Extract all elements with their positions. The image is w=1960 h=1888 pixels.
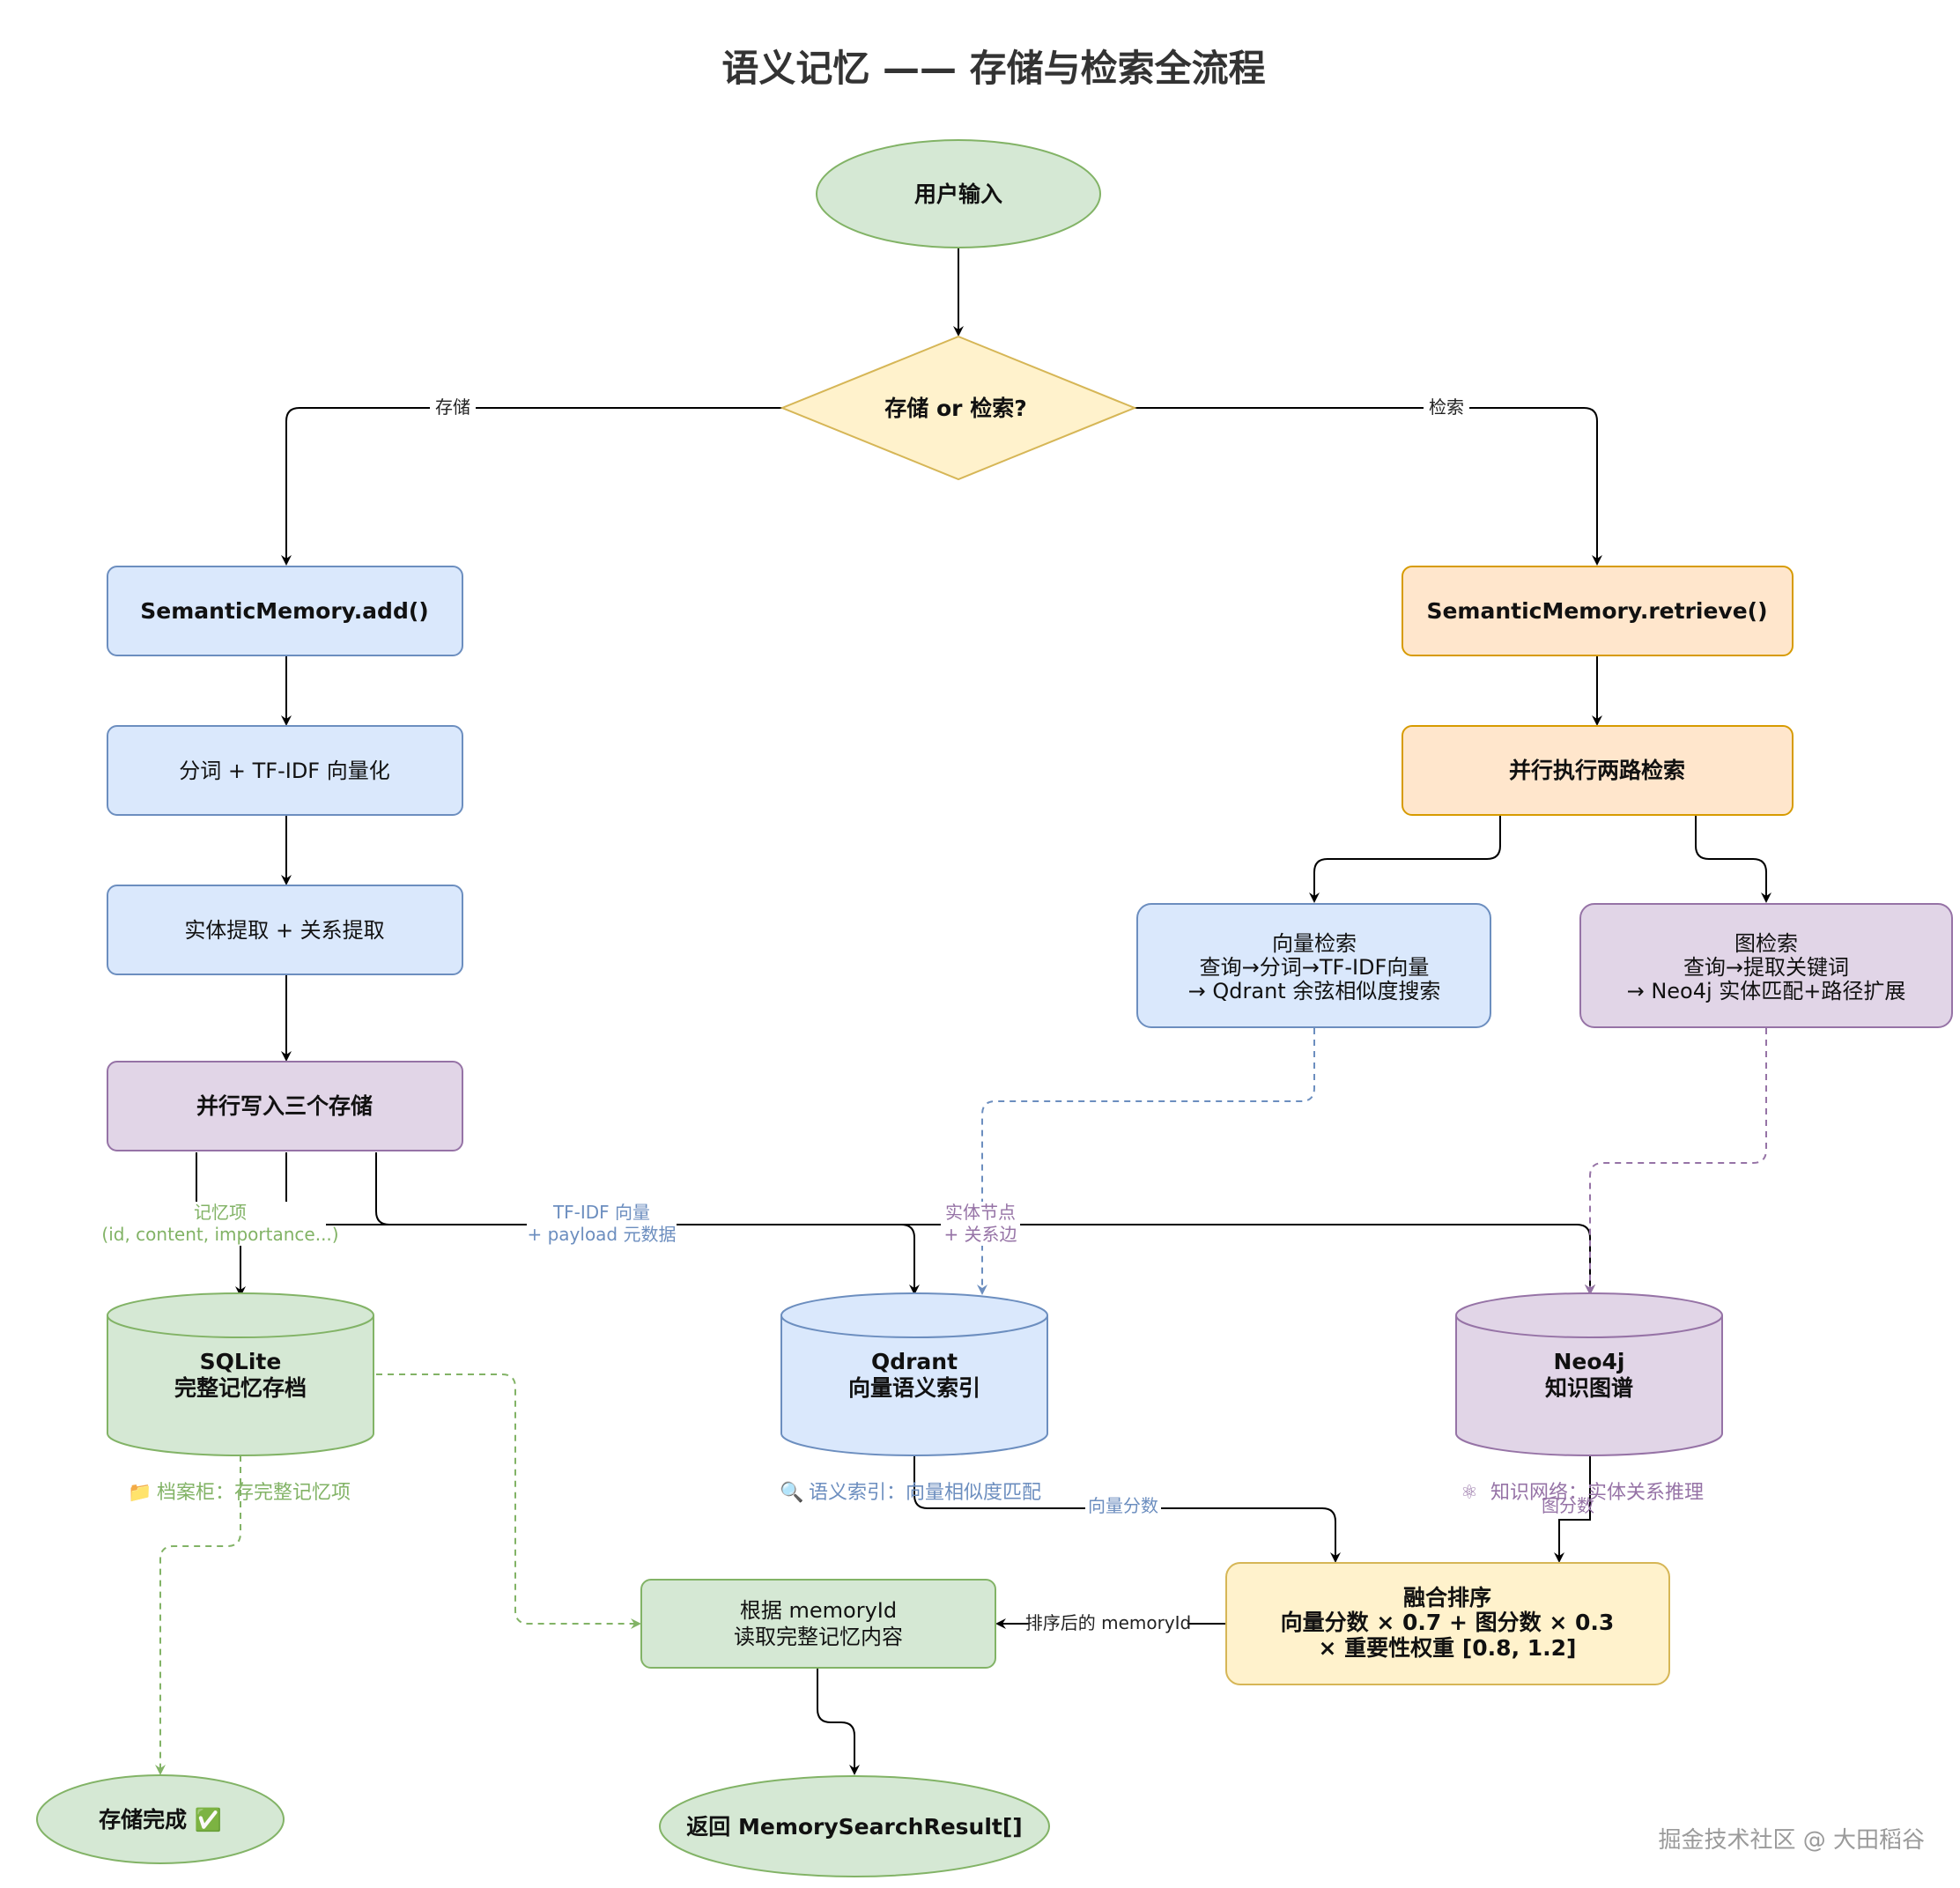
edge-label-graph-score: 图分数	[1542, 1495, 1594, 1516]
edge-label-sorted-ids: 排序后的 memoryId	[1025, 1612, 1192, 1633]
node-return-result	[659, 1775, 1050, 1877]
node-neo4j-line-1: Neo4j	[1553, 1349, 1624, 1374]
node-user-input	[816, 139, 1101, 248]
node-return-result-label: 返回 MemorySearchResult[]	[686, 1814, 1022, 1840]
node-add-label: SemanticMemory.add()	[140, 598, 428, 624]
edge-neo4j-to-fusion	[1554, 1455, 1591, 1563]
edge-label-memory-item-2: (id, content, importance...)	[101, 1224, 338, 1245]
diagram-title: 语义记忆 —— 存储与检索全流程	[721, 47, 1265, 90]
caption-qdrant: 语义索引：向量相似度匹配	[809, 1482, 1041, 1504]
edge-search-to-graph	[1695, 816, 1771, 903]
caption-sqlite: 档案柜：存完整记忆项	[157, 1482, 351, 1504]
node-tokenize	[107, 725, 463, 816]
node-fusion-line-2: 向量分数 × 0.7 + 图分数 × 0.3	[1281, 1610, 1615, 1635]
watermark: 掘金技术社区 @ 大田稻谷	[1658, 1827, 1925, 1854]
edge-read-to-return	[817, 1668, 860, 1775]
node-store-done-label: 存储完成 ✅	[99, 1807, 222, 1832]
node-sqlite	[107, 1292, 374, 1456]
node-decision	[780, 335, 1137, 481]
node-qdrant	[780, 1292, 1048, 1456]
node-parallel-search-label: 并行执行两路检索	[1509, 758, 1685, 783]
node-extract	[107, 885, 463, 975]
node-graph-search	[1579, 903, 1953, 1028]
search-icon: 🔍	[780, 1479, 803, 1504]
node-vector-search-line-1: 向量检索	[1272, 931, 1357, 956]
node-vector-search-line-2: 查询→分词→TF-IDF向量	[1200, 955, 1430, 980]
edge-label-tfidf-2: + payload 元数据	[527, 1224, 676, 1245]
edge-label-store: 存储	[435, 396, 470, 418]
node-graph-search-line-1: 图检索	[1734, 931, 1798, 956]
node-qdrant-line-2: 向量语义索引	[848, 1375, 980, 1401]
node-sqlite-line-1: SQLite	[200, 1349, 282, 1374]
node-neo4j	[1455, 1292, 1723, 1456]
node-neo4j-line-2: 知识图谱	[1545, 1375, 1633, 1401]
node-parallel-search	[1402, 725, 1794, 816]
edge-label-search: 检索	[1429, 396, 1464, 418]
node-retrieve-label: SemanticMemory.retrieve()	[1426, 598, 1767, 624]
node-store-done	[36, 1774, 285, 1864]
node-fusion	[1225, 1562, 1670, 1685]
node-user-input-label: 用户输入	[914, 181, 1002, 207]
node-decision-label: 存储 or 检索?	[884, 396, 1026, 421]
caption-sqlite-icon: 📁	[128, 1482, 152, 1504]
edge-write-to-sqlite	[196, 1152, 240, 1295]
node-fusion-line-1: 融合排序	[1403, 1585, 1491, 1610]
node-graph-search-line-2: 查询→提取关键词	[1683, 955, 1849, 980]
edge-label-vector-score: 向量分数	[1088, 1495, 1158, 1516]
edge-label-memory-item-1: 记忆项	[194, 1202, 247, 1223]
edge-label-entity-1: 实体节点	[945, 1202, 1016, 1223]
node-qdrant-line-1: Qdrant	[871, 1349, 958, 1374]
edge-label-entity-2: + 关系边	[943, 1224, 1017, 1245]
node-read-full	[640, 1579, 996, 1669]
node-parallel-write	[107, 1061, 463, 1151]
edge-sqlite-to-done	[155, 1455, 241, 1775]
node-graph-search-line-3: → Neo4j 实体匹配+路径扩展	[1627, 979, 1906, 1003]
edge-label-tfidf-1: TF-IDF 向量	[552, 1202, 650, 1223]
node-read-full-line-2: 读取完整记忆内容	[734, 1625, 903, 1649]
node-parallel-write-label: 并行写入三个存储	[196, 1093, 373, 1119]
node-extract-label: 实体提取 + 关系提取	[184, 918, 384, 943]
node-sqlite-line-2: 完整记忆存档	[174, 1375, 307, 1401]
edge-graph-search-to-neo4j	[1585, 1028, 1767, 1295]
node-tokenize-label: 分词 + TF-IDF 向量化	[179, 759, 389, 783]
node-read-full-line-1: 根据 memoryId	[740, 1598, 897, 1623]
caption-neo4j: 知识网络：实体关系推理	[1490, 1482, 1704, 1504]
node-retrieve	[1402, 566, 1794, 656]
node-add	[107, 566, 463, 656]
node-vector-search-line-3: → Qdrant 余弦相似度搜索	[1188, 979, 1441, 1003]
node-vector-search	[1136, 903, 1491, 1028]
network-icon: ⚛	[1461, 1482, 1478, 1504]
edge-vector-search-to-qdrant	[977, 1028, 1315, 1295]
edge-decision-to-add	[281, 407, 782, 566]
edge-sqlite-to-read	[376, 1373, 641, 1629]
node-fusion-line-3: × 重要性权重 [0.8, 1.2]	[1319, 1635, 1577, 1661]
edge-search-to-vector	[1309, 816, 1501, 903]
edge-decision-to-retrieve	[1135, 407, 1602, 566]
